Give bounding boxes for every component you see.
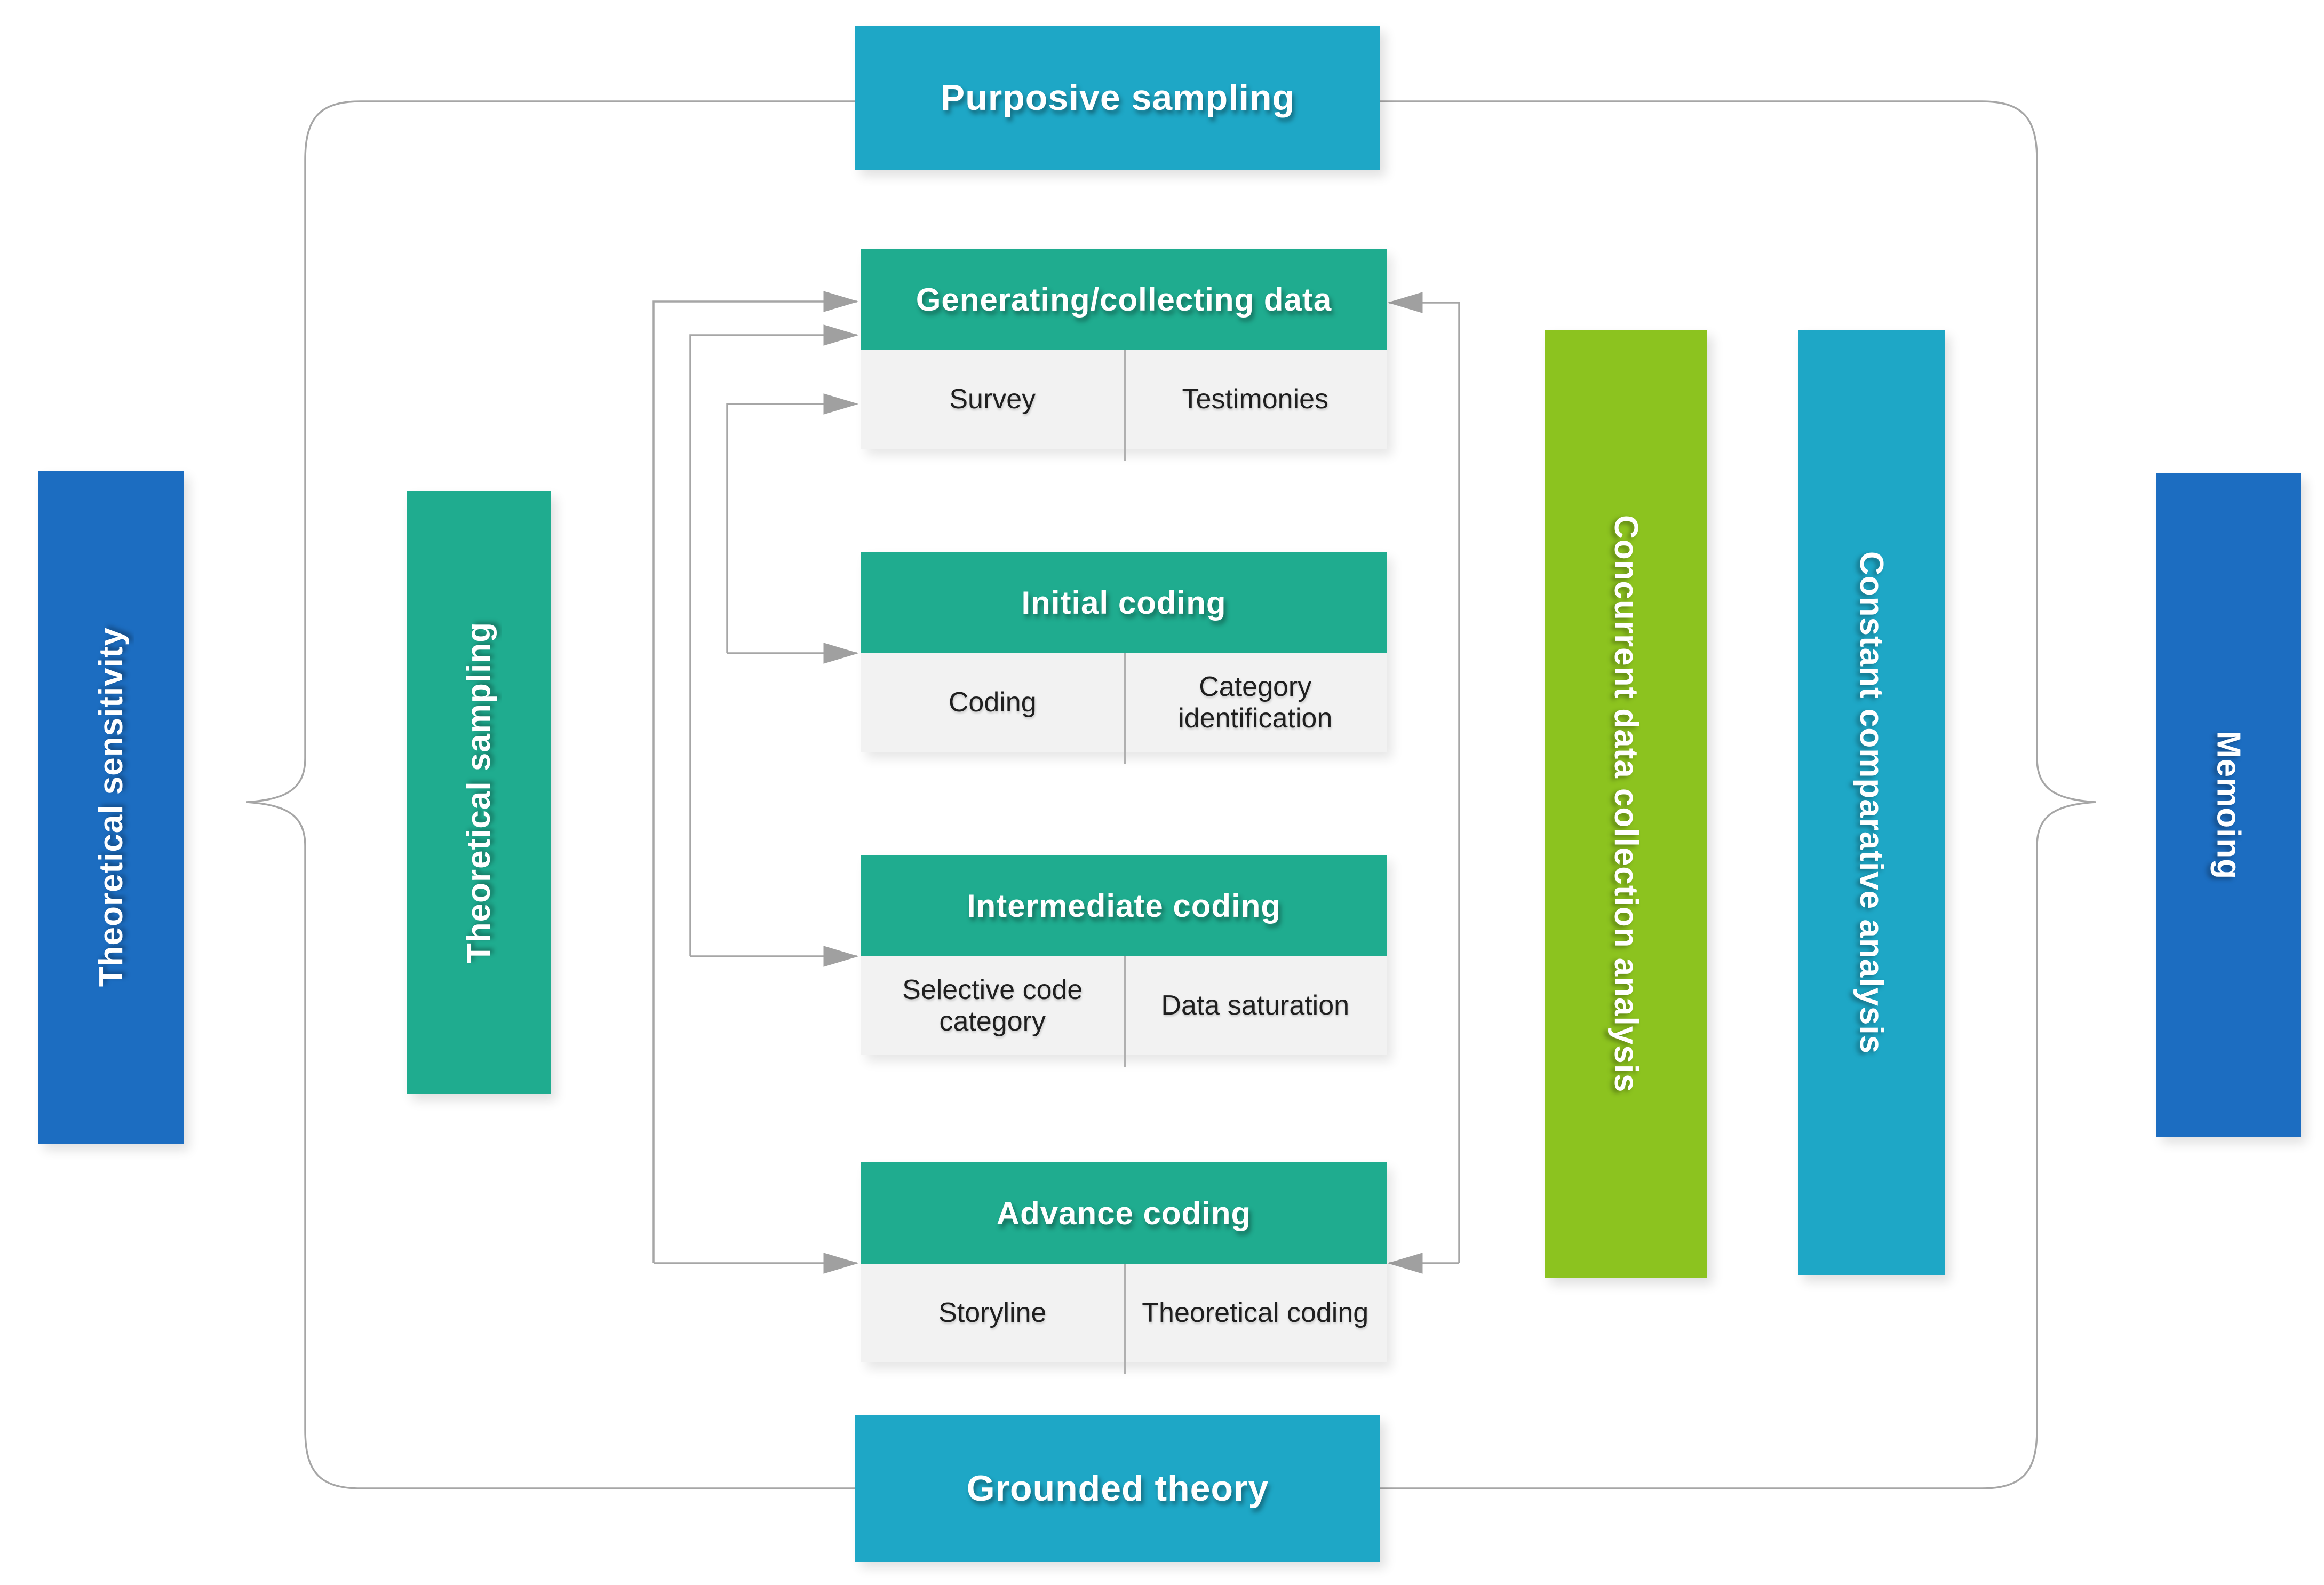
memoing-bar: Memoing <box>2156 473 2301 1137</box>
purposive-sampling-box: Purposive sampling <box>855 26 1380 170</box>
purposive-sampling-label: Purposive sampling <box>940 77 1295 118</box>
stage-cell: Theoretical coding <box>1142 1297 1369 1329</box>
theoretical-sampling-label: Theoretical sampling <box>460 621 497 964</box>
memoing-label: Memoing <box>2210 730 2247 880</box>
stage-header: Intermediate coding <box>861 855 1387 956</box>
stage-cell: Selective code category <box>902 974 1083 1037</box>
concurrent-data-collection-analysis-label: Concurrent data collection analysis <box>1607 515 1644 1093</box>
concurrent-data-collection-analysis-bar: Concurrent data collection analysis <box>1545 330 1707 1278</box>
cell-divider <box>1124 956 1126 1067</box>
cell-divider <box>1124 653 1126 764</box>
stage-advance-coding: Advance coding Storyline Theoretical cod… <box>861 1162 1387 1374</box>
stage-title: Intermediate coding <box>966 887 1282 924</box>
stage-header: Initial coding <box>861 552 1387 653</box>
grounded-theory-label: Grounded theory <box>966 1468 1269 1509</box>
left-curly-brace <box>246 100 855 1489</box>
loop-middle-arrow-top <box>689 324 859 956</box>
stage-intermediate-coding: Intermediate coding Selective code categ… <box>861 855 1387 1067</box>
theoretical-sampling-bar: Theoretical sampling <box>407 491 551 1094</box>
stage-initial-coding: Initial coding Coding Category identific… <box>861 552 1387 764</box>
loop-inner-arrow-top <box>726 393 859 653</box>
right-curly-brace <box>1380 100 2096 1489</box>
stage-header: Generating/collecting data <box>861 249 1387 350</box>
stage-header: Advance coding <box>861 1162 1387 1264</box>
stage-cell: Category identification <box>1178 671 1333 734</box>
cell-divider <box>1124 1264 1126 1374</box>
stage-cell: Storyline <box>938 1297 1047 1329</box>
constant-comparative-analysis-bar: Constant comparative analysis <box>1798 330 1945 1275</box>
cell-divider <box>1124 350 1126 461</box>
loop-outer-arrow-top <box>652 291 859 1263</box>
theoretical-sensitivity-bar: Theoretical sensitivity <box>38 471 184 1144</box>
stage-cell: Data saturation <box>1161 990 1350 1021</box>
stage-cells: Selective code category Data saturation <box>861 956 1387 1067</box>
stage-cells: Storyline Theoretical coding <box>861 1264 1387 1374</box>
right-loop-arrow-top <box>1387 292 1460 1263</box>
stage-cell: Testimonies <box>1182 384 1329 415</box>
stage-generating-collecting-data: Generating/collecting data Survey Testim… <box>861 249 1387 461</box>
theoretical-sensitivity-label: Theoretical sensitivity <box>92 627 130 987</box>
stage-title: Generating/collecting data <box>916 281 1332 318</box>
stage-title: Advance coding <box>996 1195 1252 1231</box>
grounded-theory-box: Grounded theory <box>855 1415 1380 1562</box>
stage-cell: Survey <box>949 384 1036 415</box>
stage-cells: Coding Category identification <box>861 653 1387 764</box>
stage-title: Initial coding <box>1021 584 1227 621</box>
constant-comparative-analysis-label: Constant comparative analysis <box>1853 551 1890 1055</box>
stage-cell: Coding <box>948 687 1037 718</box>
stage-cells: Survey Testimonies <box>861 350 1387 461</box>
